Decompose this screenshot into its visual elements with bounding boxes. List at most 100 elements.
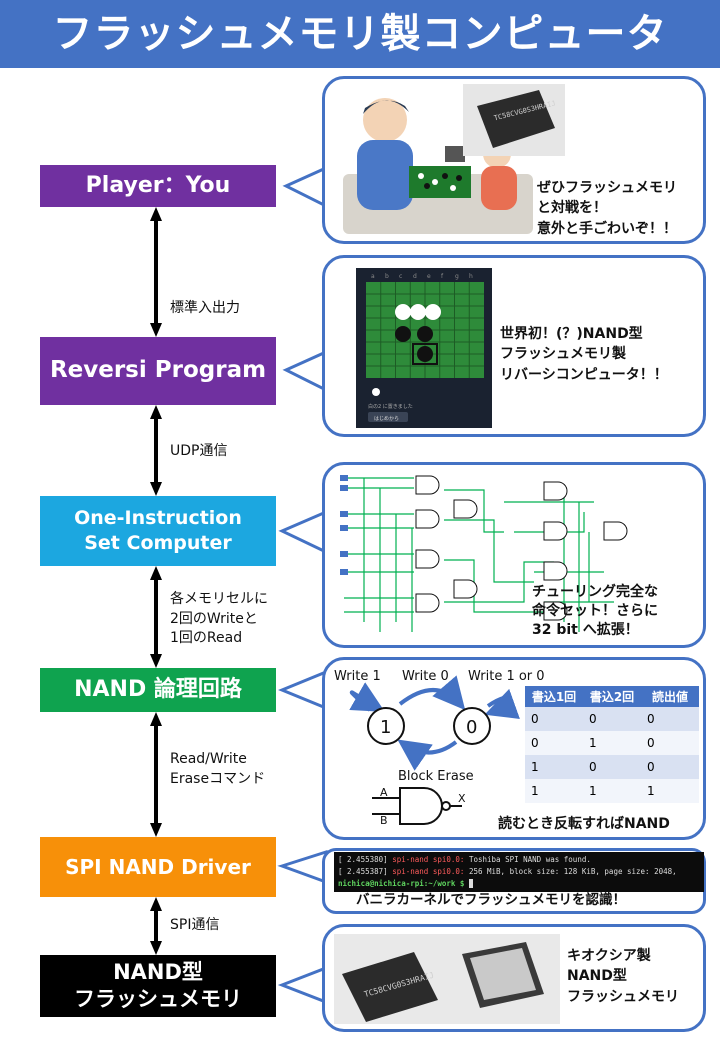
oisc-text-line1: チューリング完全な xyxy=(532,584,658,600)
label-write1: Write 1 xyxy=(334,669,381,684)
flash-text-line1: キオクシア製 xyxy=(567,948,651,964)
table-cell: 0 xyxy=(641,755,699,779)
oisc-text-line3: 32 bit へ拡張！ xyxy=(532,621,639,638)
log-time: [ 2.455380] xyxy=(338,855,388,864)
truth-header-write2: 書込2回 xyxy=(583,686,641,707)
truth-table: 書込1回 書込2回 読出値 0 0 0 0 1 0 1 0 0 1 1 1 xyxy=(525,686,699,803)
layer-reversi-program: Reversi Program xyxy=(40,337,276,405)
table-cell: 1 xyxy=(583,779,641,803)
board-col-a: a xyxy=(371,273,375,280)
board-col-f: f xyxy=(441,273,444,280)
table-cell: 0 xyxy=(641,707,699,731)
reversi-text-line2: フラッシュメモリ製 xyxy=(500,346,626,363)
double-arrow-cell xyxy=(150,566,162,668)
layer-spi-driver: SPI NAND Driver xyxy=(40,837,276,897)
double-arrow-rw xyxy=(150,712,162,837)
double-arrow-stdio xyxy=(150,207,162,337)
page-title: フラッシュメモリ製コンピュータ xyxy=(0,0,720,68)
shell-prompt: nichica@nichica-rpi:~/work $ xyxy=(338,879,465,888)
spi-note: バニラカーネルでフラッシュメモリを認識！ xyxy=(356,892,626,908)
flash-label-line2: フラッシュメモリ xyxy=(74,987,242,1011)
state-0: 0 xyxy=(466,717,477,738)
player-text-line1: ぜひフラッシュメモリ xyxy=(537,180,677,196)
table-cell: 1 xyxy=(583,731,641,755)
board-col-h: h xyxy=(469,273,473,280)
table-cell: 1 xyxy=(525,755,583,779)
label-cell-line3: 1回のRead xyxy=(170,630,243,647)
gate-input-a: A xyxy=(380,786,388,799)
board-col-e: e xyxy=(427,273,431,280)
table-cell: 0 xyxy=(525,731,583,755)
label-spi: SPI通信 xyxy=(170,917,220,933)
table-row: 0 0 0 xyxy=(525,707,699,731)
oisc-text-line2: 命令セット！さらに xyxy=(532,602,658,619)
log-message: 256 MiB, block size: 128 KiB, page size:… xyxy=(468,867,677,876)
gate-input-b: B xyxy=(380,814,388,827)
table-row: 1 1 1 xyxy=(525,779,699,803)
reversi-text-line1: 世界初！(？)NAND型 xyxy=(500,326,643,342)
label-stdio: 標準入出力 xyxy=(170,300,240,316)
label-udp: UDP通信 xyxy=(170,443,228,459)
callout-reversi-text: 世界初！(？)NAND型 フラッシュメモリ製 リバーシコンピュータ！！ xyxy=(500,324,668,385)
board-col-d: d xyxy=(413,273,417,280)
layer-player: Player：You xyxy=(40,165,276,207)
truth-header-write1: 書込1回 xyxy=(525,686,583,707)
flash-text-line3: フラッシュメモリ xyxy=(567,988,679,1005)
callout-flash-text: キオクシア製 NAND型 フラッシュメモリ xyxy=(567,946,679,1007)
table-cell: 0 xyxy=(583,707,641,731)
log-time: [ 2.455387] xyxy=(338,867,388,876)
table-cell: 0 xyxy=(525,707,583,731)
table-cell: 1 xyxy=(641,779,699,803)
table-row: 1 0 0 xyxy=(525,755,699,779)
table-row: 0 1 0 xyxy=(525,731,699,755)
double-arrow-udp xyxy=(150,405,162,496)
restart-button-label: はじめから xyxy=(374,415,399,422)
table-cell: 1 xyxy=(525,779,583,803)
gate-output-x: X xyxy=(458,792,466,805)
game-status-text: 白の2 に置きました xyxy=(368,403,413,410)
state-transition-diagram: Write 1 Write 0 Write 1 or 0 1 0 Block E… xyxy=(334,669,545,827)
flash-label-line1: NAND型 xyxy=(113,959,203,984)
flash-chips-photo: TC58CVG0S3HRAIJ xyxy=(334,934,560,1024)
label-cell-line1: 各メモリセルに xyxy=(170,591,268,607)
log-device: spi-nand spi0.0: xyxy=(392,855,465,864)
log-message: Toshiba SPI NAND was found. xyxy=(468,855,591,864)
table-cell: 0 xyxy=(641,731,699,755)
layer-nand-flash: NAND型 フラッシュメモリ xyxy=(40,955,276,1017)
label-cell-line2: 2回のWriteと xyxy=(170,610,258,627)
reversi-game-screenshot: a b c d e f g h 白の2 に置きました はじめから xyxy=(356,268,492,428)
callout-oisc xyxy=(322,462,706,648)
oisc-label-line2: Set Computer xyxy=(84,532,232,554)
layer-nand-logic: NAND 論理回路 xyxy=(40,668,276,712)
state-1: 1 xyxy=(380,717,391,738)
restart-button[interactable] xyxy=(368,412,408,422)
player-illustration xyxy=(343,98,533,234)
label-write1or0: Write 1 or 0 xyxy=(468,669,545,684)
player-text-line3: 意外と手ごわいぞ！！ xyxy=(537,220,677,237)
label-write0: Write 0 xyxy=(402,669,449,684)
flash-chip-photo-small: TC58CVG0S3HRAIJ xyxy=(463,84,565,156)
reversi-text-line3: リバーシコンピュータ！！ xyxy=(500,366,668,383)
board-col-b: b xyxy=(385,273,389,280)
double-arrow-spi xyxy=(150,897,162,955)
table-cell: 0 xyxy=(583,755,641,779)
log-device: spi-nand spi0.0: xyxy=(392,867,465,876)
label-rw-commands: Read/Write Eraseコマンド xyxy=(170,750,265,789)
label-block-erase: Block Erase xyxy=(398,769,474,784)
label-cell-ops: 各メモリセルに 2回のWriteと 1回のRead xyxy=(170,590,268,649)
terminal-log: [ 2.455380] spi-nand spi0.0: Toshiba SPI… xyxy=(334,852,704,892)
callout-player-text: ぜひフラッシュメモリ と対戦を！ 意外と手ごわいぞ！！ xyxy=(537,178,677,239)
label-rw-line1: Read/Write xyxy=(170,751,247,767)
truth-header-read: 読出値 xyxy=(641,686,699,707)
nand-note: 読むとき反転すればNAND xyxy=(498,816,670,832)
board-col-g: g xyxy=(455,273,459,280)
board-col-c: c xyxy=(399,273,402,280)
layer-oisc: One-Instruction Set Computer xyxy=(40,496,276,566)
label-rw-line2: Eraseコマンド xyxy=(170,770,266,787)
callout-oisc-text: チューリング完全な 命令セット！さらに 32 bit へ拡張！ xyxy=(532,583,658,640)
player-text-line2: と対戦を！ xyxy=(537,200,607,217)
oisc-label-line1: One-Instruction xyxy=(74,507,242,530)
flash-text-line2: NAND型 xyxy=(567,968,627,985)
logic-circuit-diagram xyxy=(340,475,628,632)
